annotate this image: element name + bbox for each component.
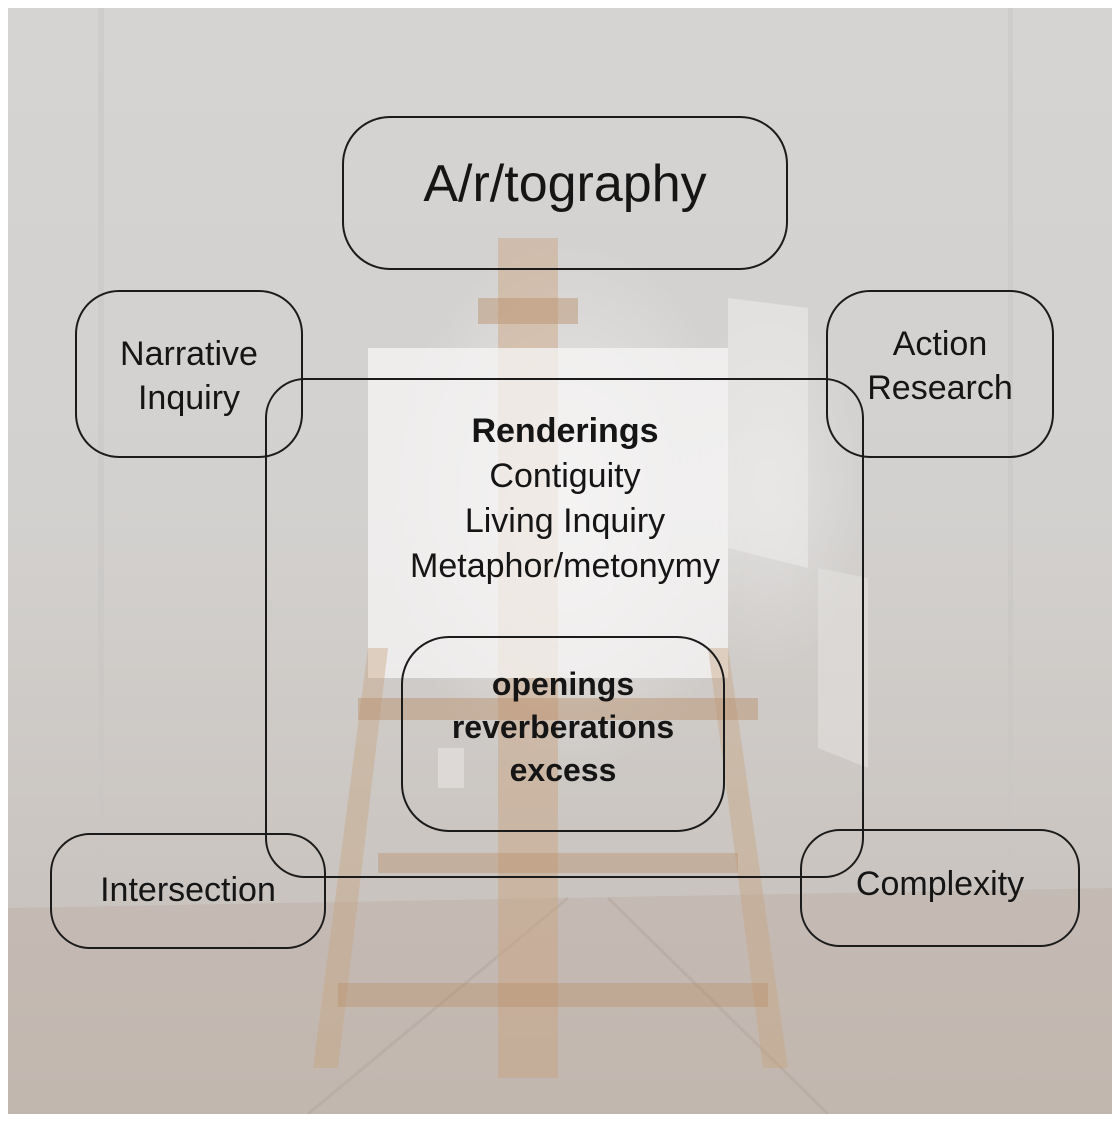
narrative-inquiry-line-1: Narrative [120, 335, 258, 373]
renderings-item: Contiguity [489, 457, 641, 495]
complexity-box [800, 829, 1080, 947]
narrative-inquiry-line-2: Inquiry [137, 379, 241, 417]
title-box [342, 116, 788, 270]
intersection-label: Intersection [100, 871, 276, 909]
complexity-label: Complexity [855, 865, 1025, 903]
intersection-box [50, 833, 326, 949]
renderings-item: Metaphor/metonymy [410, 547, 720, 585]
inner-concepts-list: openings reverberations excess [401, 663, 725, 792]
renderings-item: Living Inquiry [464, 502, 666, 540]
action-research-line-2: Research [867, 369, 1013, 407]
action-research-box [826, 290, 1054, 458]
action-research-line-1: Action [892, 325, 988, 363]
inner-concept: reverberations [451, 709, 675, 745]
renderings-frame [265, 378, 864, 878]
narrative-inquiry-box [75, 290, 303, 458]
inner-concepts-box [401, 636, 725, 832]
renderings-list: Renderings Contiguity Living Inquiry Met… [300, 409, 830, 589]
narrative-inquiry-label: Narrative Inquiry [75, 332, 303, 420]
action-research-label: Action Research [826, 322, 1054, 410]
title-label: A/r/tography [423, 155, 707, 213]
renderings-heading: Renderings [471, 412, 659, 450]
inner-concept: openings [491, 666, 635, 702]
inner-concept: excess [509, 752, 617, 788]
